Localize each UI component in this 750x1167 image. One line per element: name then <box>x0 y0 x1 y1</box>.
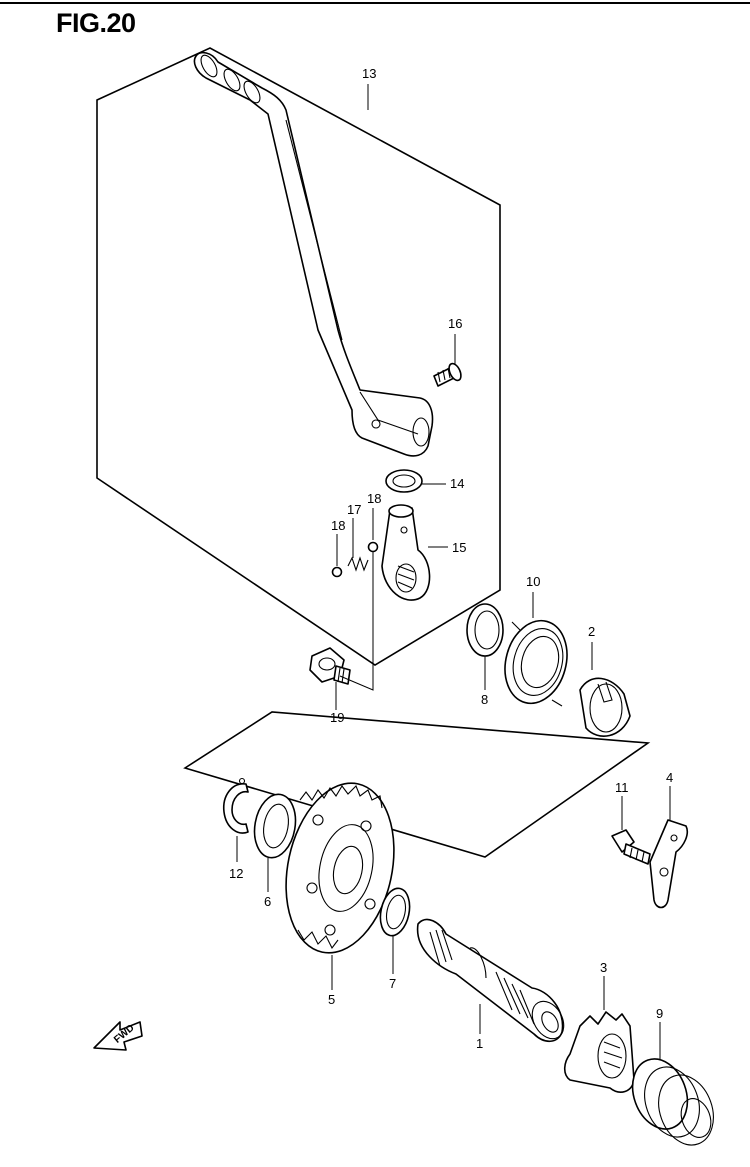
callout-19: 19 <box>330 710 344 725</box>
callout-11: 11 <box>615 780 629 795</box>
oil-seal-part <box>466 603 504 657</box>
callout-9: 9 <box>656 1006 663 1021</box>
steel-ball-lower-part <box>331 566 343 578</box>
callout-5: 5 <box>328 992 335 1007</box>
lever-bolt-part <box>433 362 462 387</box>
figure-title: FIG.20 <box>56 8 136 38</box>
forward-direction-arrow-icon <box>93 1021 143 1051</box>
callout-18-lower: 18 <box>331 518 345 533</box>
washer-part <box>385 469 423 493</box>
callout-7: 7 <box>389 976 396 991</box>
callout-13: 13 <box>362 66 376 81</box>
guide-bolt-part <box>611 829 651 865</box>
callout-18-upper: 18 <box>367 491 381 506</box>
kick-starter-lever-part <box>193 51 434 457</box>
callout-16: 16 <box>448 316 462 331</box>
callout-1: 1 <box>476 1036 483 1051</box>
kick-spring-guide-part <box>579 677 631 737</box>
callout-14: 14 <box>450 476 464 491</box>
ratchet-spring-part <box>631 1058 714 1146</box>
top-border-line <box>0 2 750 4</box>
gear-washer-part <box>379 887 411 937</box>
kick-ratchet-part <box>563 1011 635 1093</box>
kick-starter-shaft-part <box>416 918 565 1043</box>
callout-17: 17 <box>347 502 361 517</box>
detent-spring-part <box>347 556 369 572</box>
kick-lever-group-box <box>96 47 501 666</box>
guide-plate-part <box>649 819 689 909</box>
callout-numbers: 13 16 14 15 18 17 18 19 8 10 2 11 4 12 6… <box>229 66 673 1051</box>
callout-4: 4 <box>666 770 673 785</box>
thrust-washer-part <box>253 793 297 859</box>
callout-3: 3 <box>600 960 607 975</box>
callout-15: 15 <box>452 540 466 555</box>
callout-8: 8 <box>481 692 488 707</box>
callout-10: 10 <box>526 574 540 589</box>
kick-starter-boss-part <box>381 504 431 601</box>
circlip-part <box>222 783 249 834</box>
kick-return-spring-part <box>504 619 568 707</box>
flange-bolt-part <box>309 647 351 685</box>
callout-2: 2 <box>588 624 595 639</box>
kick-starter-gear-part <box>285 782 395 954</box>
callout-6: 6 <box>264 894 271 909</box>
callout-12: 12 <box>229 866 243 881</box>
steel-ball-upper-part <box>367 541 379 553</box>
leader-lines <box>236 84 671 1060</box>
